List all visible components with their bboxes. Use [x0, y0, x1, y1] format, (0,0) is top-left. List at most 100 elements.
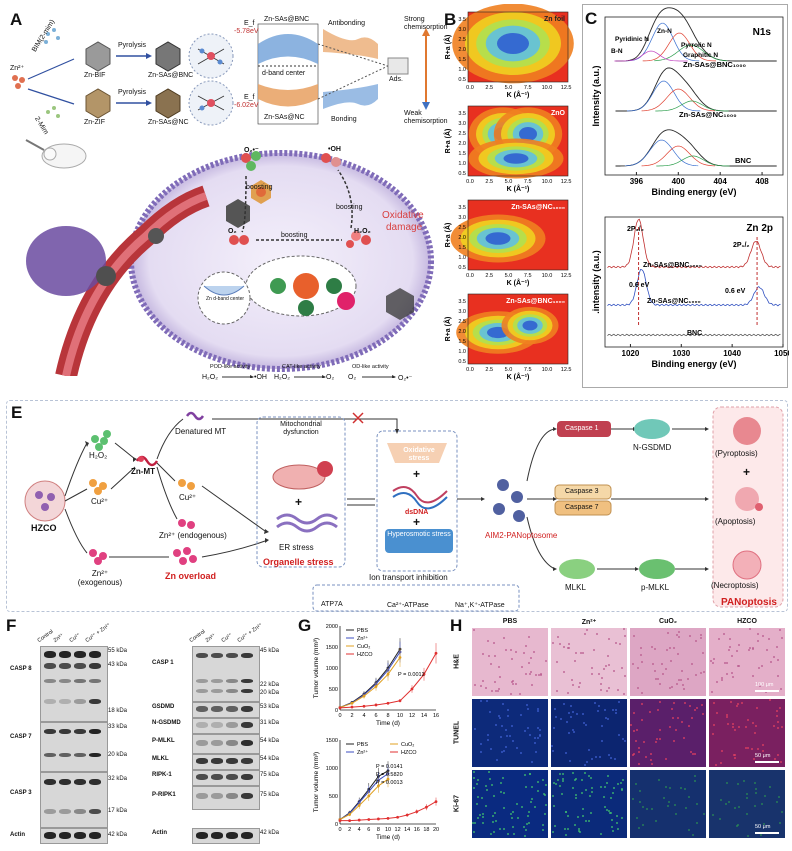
histo-cell-dot	[664, 757, 667, 760]
blot-kda-marker: 75 kDa	[260, 772, 280, 778]
blot-band	[226, 689, 238, 693]
histo-cell-dot	[758, 685, 761, 688]
blot-band	[211, 793, 223, 799]
histo-cell-dot	[687, 724, 690, 727]
histo-cell-dot	[723, 662, 726, 665]
histo-cell-dot	[638, 827, 640, 830]
histo-cell-dot	[553, 804, 556, 807]
histo-cell-dot	[745, 746, 748, 749]
histo-cell-dot	[679, 678, 682, 681]
blot-band	[241, 740, 253, 746]
histo-cell-dot	[769, 699, 772, 702]
histo-cell-dot	[636, 728, 638, 731]
n1s-pyridinic: Pyridinic N	[615, 36, 649, 43]
histo-cell-dot	[721, 679, 724, 682]
histo-cell-dot	[510, 724, 513, 727]
histo-cell-dot	[668, 800, 671, 803]
histo-cell-dot	[746, 719, 749, 721]
histo-cell-dot	[689, 635, 691, 638]
growth-xtick: 4	[362, 713, 365, 719]
histo-cell-dot	[566, 815, 569, 818]
blot-row-label: Actin	[10, 832, 25, 838]
growth-legend-label: Zn²⁺	[357, 749, 368, 756]
growth-point	[434, 651, 438, 655]
histo-cell-dot	[752, 722, 755, 725]
n1s-component	[654, 44, 728, 62]
histo-cell-dot	[611, 819, 613, 822]
histo-cell-dot	[676, 634, 678, 637]
contour-ytick: 2.5	[458, 37, 466, 43]
n1s-series-3: BNC	[735, 156, 752, 165]
growth-point	[367, 818, 371, 821]
contour-ytick: 1.5	[458, 245, 466, 251]
zn-exogenous: Zn²⁺ (exogenous)	[77, 569, 123, 587]
contour-ytick: 2.0	[458, 329, 466, 335]
contour-ytick: 3.5	[458, 299, 466, 305]
histo-cell-dot	[617, 688, 620, 691]
histo-cell-dot	[516, 817, 519, 819]
histo-cell-dot	[516, 803, 519, 806]
contour-ytick: 1.0	[458, 67, 466, 73]
histo-cell-dot	[649, 710, 652, 713]
histo-cell-dot	[577, 830, 580, 833]
zn-bif-label: Zn-BIF	[84, 72, 106, 79]
histo-cell-dot	[659, 683, 662, 685]
histo-cell-dot	[654, 670, 656, 673]
histo-cell-dot	[525, 673, 528, 675]
histo-cell-dot	[485, 687, 488, 690]
histo-cell-dot	[480, 751, 483, 754]
blot-band	[44, 651, 56, 658]
panoptosis-label: PANoptosis	[721, 597, 777, 608]
growth-point	[338, 819, 342, 823]
histo-cell-dot	[636, 667, 639, 670]
histo-cell-dot	[474, 727, 477, 730]
histo-cell-dot	[611, 709, 614, 712]
contour-ylabel: R+a (Å)	[443, 223, 452, 248]
blot-kda-marker: 45 kDa	[260, 648, 280, 654]
band-ef-2: E_f	[244, 94, 255, 101]
n1s-component	[614, 50, 688, 62]
histo-cell-dot	[711, 733, 714, 736]
growth-ytick: 500	[329, 794, 338, 800]
histo-cell-dot	[578, 685, 580, 688]
histo-cell-dot	[616, 822, 619, 824]
histo-cell-dot	[521, 805, 524, 808]
histo-cell-dot	[507, 708, 510, 711]
growth-xtick: 12	[395, 827, 401, 833]
histo-cell-dot	[498, 714, 501, 717]
o2-label: O₂	[228, 228, 237, 235]
histo-cell-dot	[525, 703, 528, 706]
contour-ytick: 1.5	[458, 57, 466, 63]
histo-cell-dot	[607, 654, 610, 657]
growth-point	[386, 777, 390, 781]
histo-cell-dot	[605, 717, 608, 720]
histo-cell-dot	[531, 684, 534, 686]
pyroptosis: (Pyroptosis)	[715, 449, 758, 458]
histo-cell-dot	[701, 703, 704, 706]
histo-cell-dot	[566, 827, 569, 830]
growth-point	[350, 705, 354, 709]
histo-cell-dot	[476, 817, 479, 820]
n1s-tick-label: 404	[713, 177, 727, 186]
blot-kda-marker: 54 kDa	[260, 738, 280, 744]
histo-cell-dot	[639, 646, 642, 649]
denatured-mt: Denatured MT	[175, 427, 227, 436]
histo-cell-dot	[596, 709, 599, 712]
histo-cell-dot	[733, 754, 735, 757]
histo-cell-dot	[598, 756, 601, 759]
growth-point	[386, 672, 390, 676]
histo-micrograph	[630, 770, 706, 838]
histo-cell-dot	[500, 736, 503, 738]
histo-cell-dot	[522, 652, 525, 655]
blot-band	[89, 779, 101, 785]
histo-cell-dot	[536, 789, 539, 792]
histo-cell-dot	[619, 781, 622, 784]
histo-cell-dot	[527, 726, 530, 729]
histo-cell-dot	[655, 737, 658, 740]
blot-band	[59, 651, 71, 658]
contour-ytick: 3.0	[458, 121, 466, 127]
caspase-1: Caspase 1	[565, 425, 599, 432]
n1s-component	[625, 22, 700, 62]
histo-cell-dot	[737, 824, 740, 827]
histo-cell-dot	[572, 731, 575, 734]
